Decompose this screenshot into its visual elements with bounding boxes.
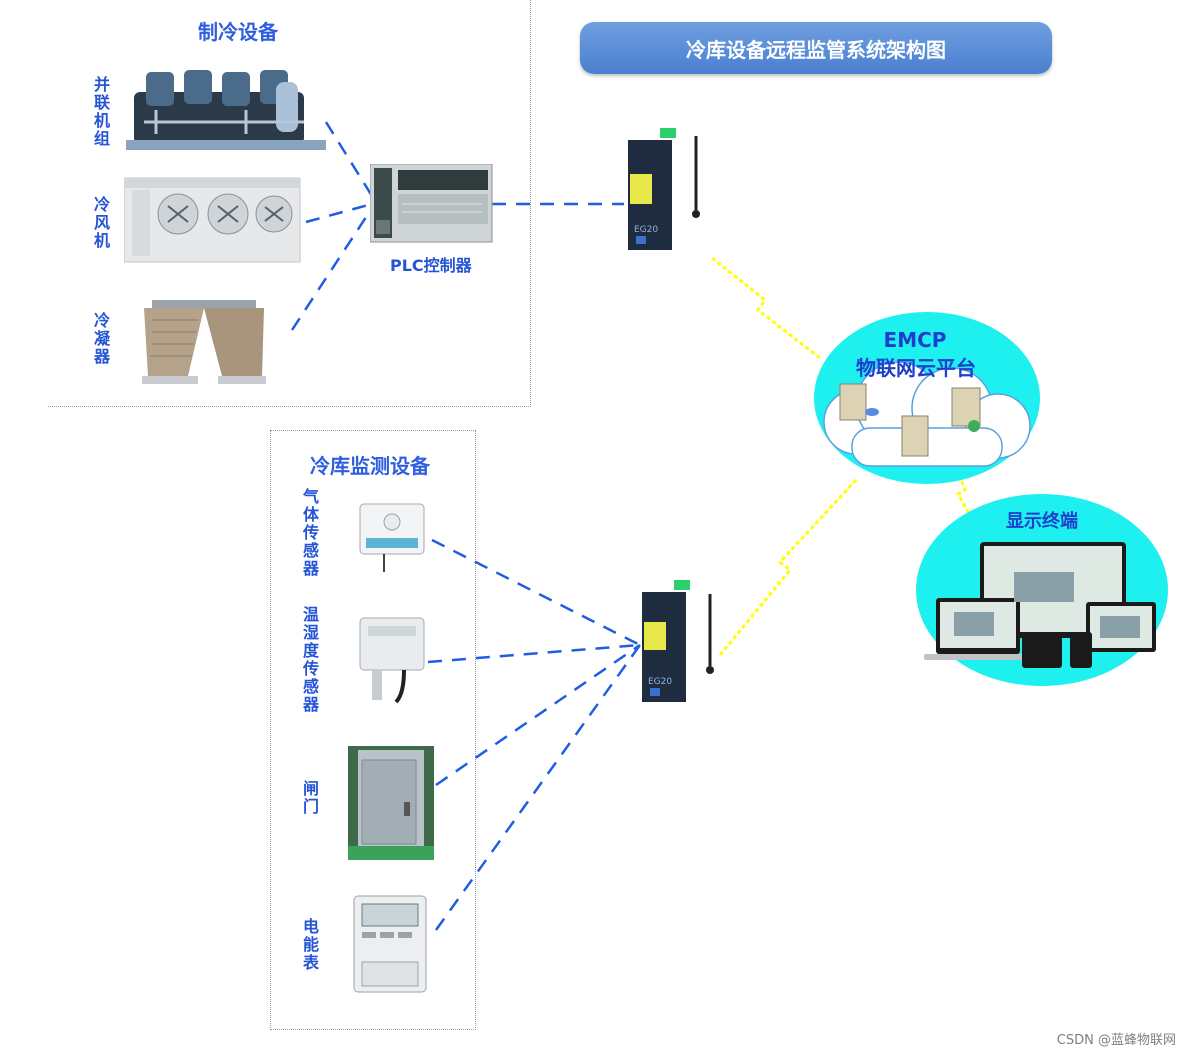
label-energy-meter: 电能表 [300,918,319,972]
gas-sensor-image [359,503,425,572]
label-condenser: 冷凝器 [91,312,110,366]
cloud-title-line2: 物联网云平台 [856,356,976,380]
gateway-bottom-image: EG20 [642,580,714,702]
label-gas-sensor: 气体传感器 [300,488,319,578]
label-temp-humidity-sensor: 温湿度传感器 [300,606,319,714]
diagram-title: 冷库设备远程监管系统架构图 [580,22,1052,74]
gateway-top-image: EG20 [628,128,700,250]
cloud-platform [814,312,1040,484]
cloud-title-line1: EMCP [883,328,947,352]
label-air-cooler: 冷风机 [91,196,110,250]
condenser-image [142,300,266,384]
display-terminal-title: 显示终端 [1006,511,1078,532]
plc-controller-image [370,164,493,243]
display-terminal [916,494,1168,686]
gate-image [348,746,434,860]
energy-meter-image [353,895,427,993]
compressor-unit-image [126,70,326,150]
server-icon [839,383,981,457]
gateway-top-label: EG20 [634,225,658,235]
watermark: CSDN @蓝蜂物联网 [1056,1033,1176,1048]
plc-label: PLC控制器 [390,256,472,275]
monitoring-group [270,430,476,1030]
refrigeration-group [48,0,531,407]
label-compressor-unit: 并联机组 [91,76,110,148]
gateway-bottom-label: EG20 [648,677,672,687]
temp-humidity-sensor-image [359,617,425,704]
label-gate: 闸门 [300,780,319,816]
refrigeration-title: 制冷设备 [198,20,278,44]
monitoring-title: 冷库监测设备 [310,454,430,478]
air-cooler-image [124,177,301,263]
